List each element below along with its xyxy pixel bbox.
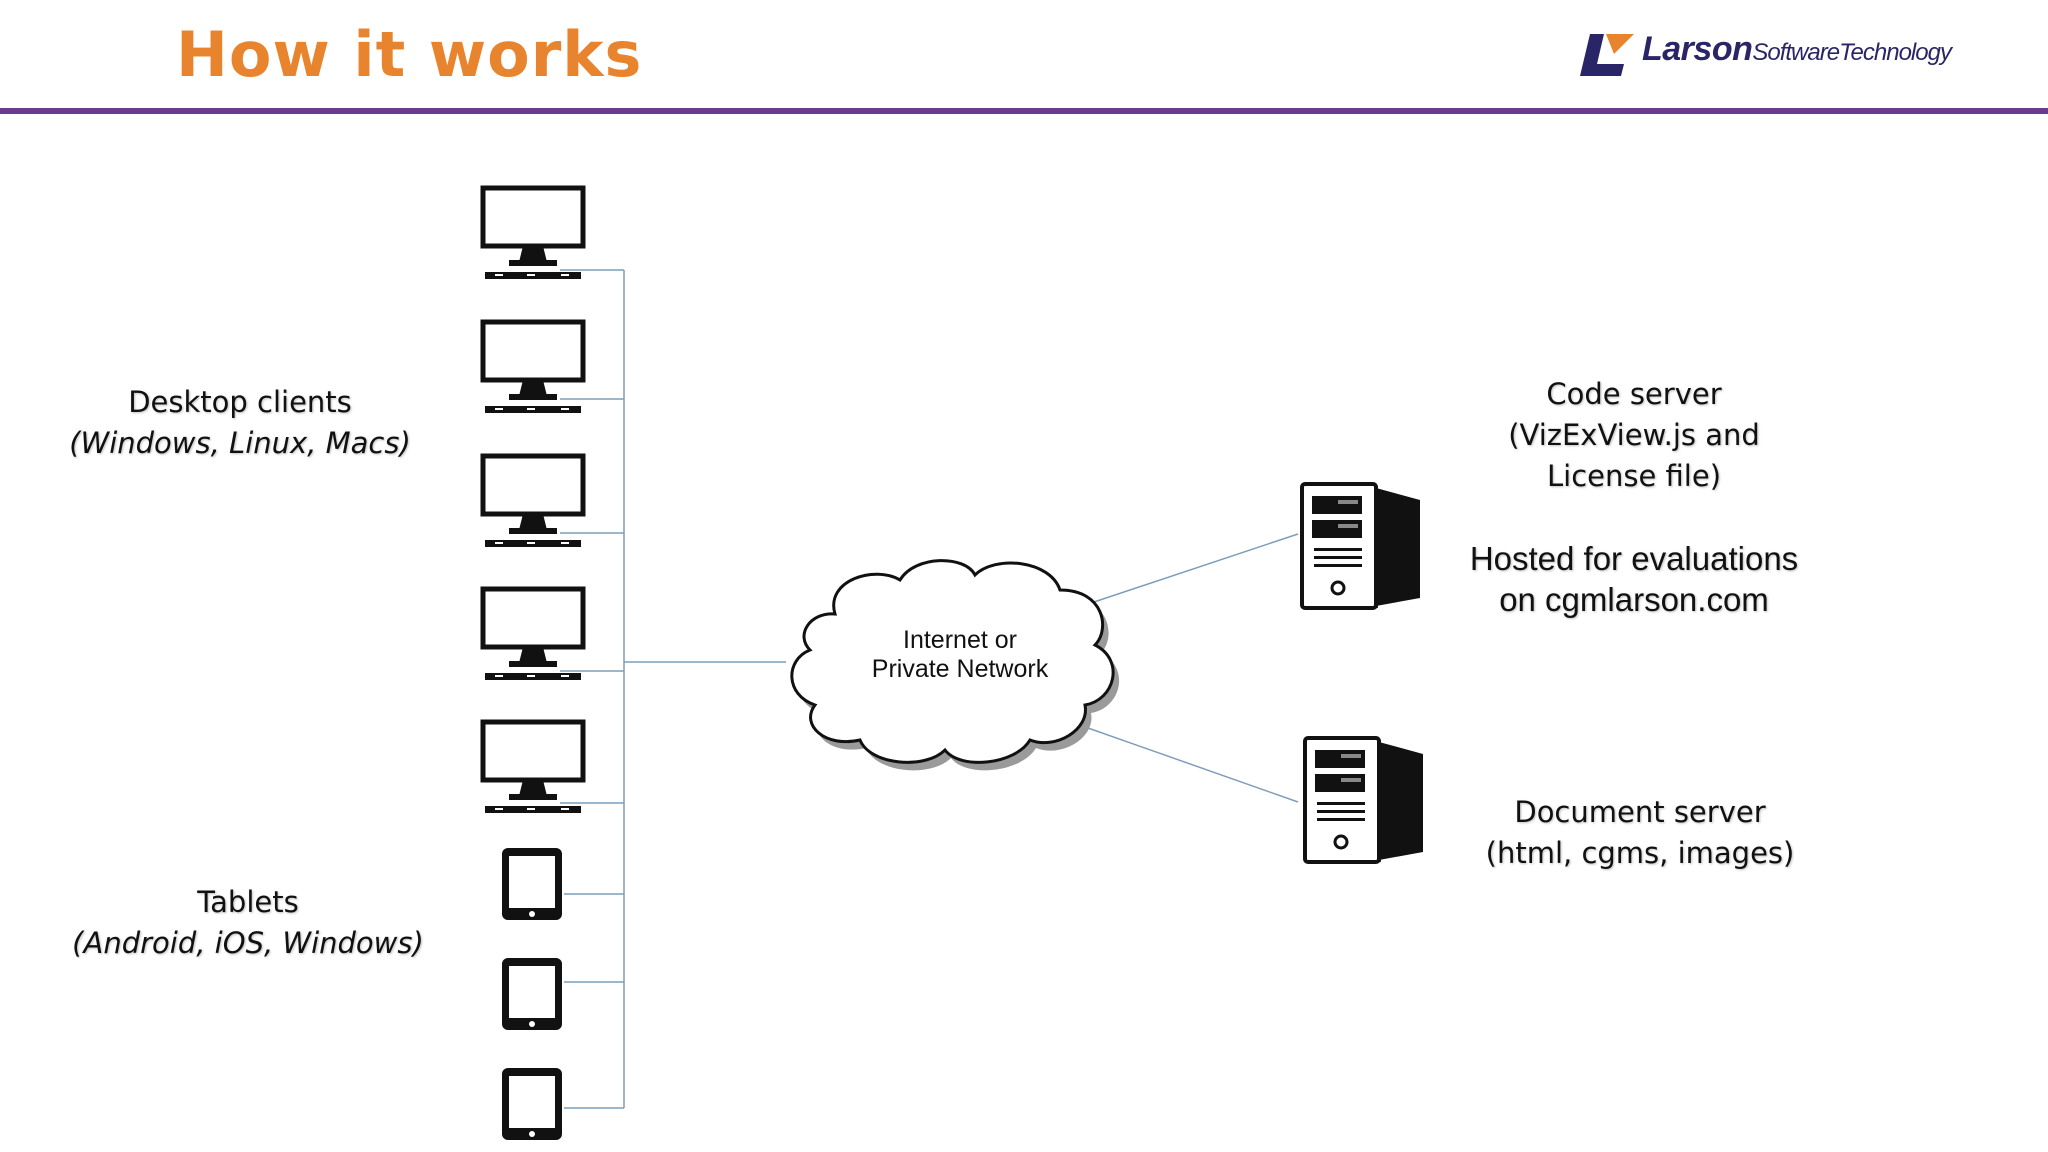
network-line1: Internet or <box>903 626 1017 654</box>
code-server-label: Code server (VizExView.js and License fi… <box>1434 374 1834 497</box>
hosted-note: Hosted for evaluations on cgmlarson.com <box>1434 538 1834 620</box>
tablet-icon <box>502 958 562 1030</box>
network-line2: Private Network <box>871 655 1049 683</box>
desktop-clients-label: Desktop clients (Windows, Linux, Macs) <box>60 382 420 464</box>
logo-suffix: SoftwareTechnology <box>1752 39 1952 66</box>
document-server-line1: Document server <box>1514 795 1766 829</box>
connector-lines <box>560 269 1299 1109</box>
desktop-monitor-icon <box>483 589 583 680</box>
document-server-label: Document server (html, cgms, images) <box>1440 792 1840 874</box>
hosted-line2: on cgmlarson.com <box>1499 581 1769 618</box>
desktop-monitor-icon <box>483 188 583 279</box>
tablets-subtitle: (Android, iOS, Windows) <box>72 926 424 960</box>
server-tower-icon <box>1300 482 1422 610</box>
code-server-line2: (VizExView.js and <box>1508 418 1760 452</box>
slide-title: How it works <box>176 18 643 91</box>
tablet-icon <box>502 848 562 920</box>
header-rule <box>0 108 2048 114</box>
hosted-line1: Hosted for evaluations <box>1469 540 1799 577</box>
document-server-line2: (html, cgms, images) <box>1485 836 1795 870</box>
cloud-icon <box>790 559 1120 771</box>
tablets-title: Tablets <box>197 885 299 919</box>
larson-l-mark-icon <box>1580 34 1634 76</box>
desktop-clients-subtitle: (Windows, Linux, Macs) <box>69 426 411 460</box>
company-logo: LarsonSoftwareTechnology <box>1642 30 1952 69</box>
tablet-icon <box>502 1068 562 1140</box>
network-label: Internet or Private Network <box>820 626 1100 684</box>
logo-brand: Larson <box>1642 30 1753 68</box>
code-server-line1: Code server <box>1546 377 1722 411</box>
desktop-monitor-icon <box>483 722 583 813</box>
desktop-clients-title: Desktop clients <box>128 385 352 419</box>
server-tower-icon <box>1303 736 1425 864</box>
code-server-line3: License file) <box>1546 459 1722 493</box>
tablets-label: Tablets (Android, iOS, Windows) <box>68 882 428 964</box>
